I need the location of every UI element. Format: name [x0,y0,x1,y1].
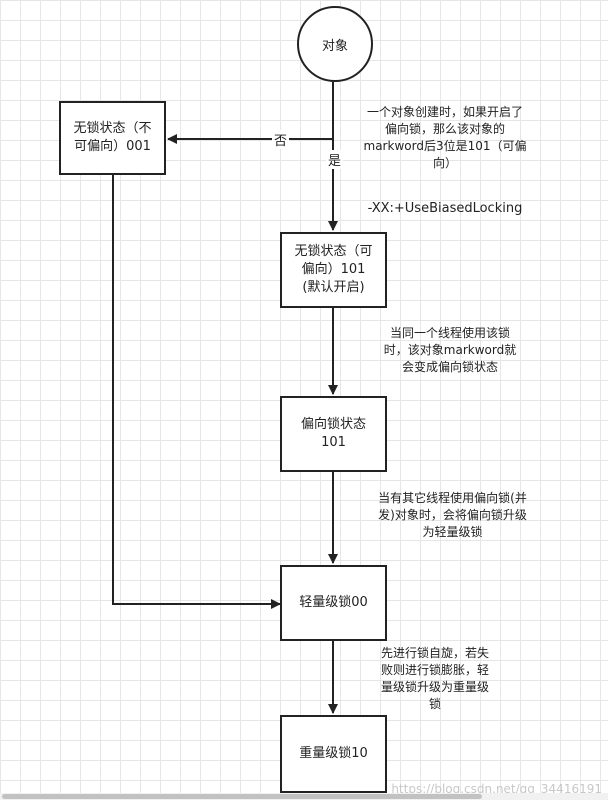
note-to-heavyweight: 先进行锁自旋，若失 败则进行锁膨胀，轻 量级锁升级为重量级 锁 [380,646,489,711]
state-biased-lock-label: 偏向锁状态 101 [300,417,366,450]
horizontal-scrollbar[interactable] [0,793,608,800]
state-no-lock-biasable-label: 无锁状态（可 偏向）101 (默认开启) [294,244,373,295]
start-node-label: 对象 [321,38,348,54]
note-jvm-flag: -XX:+UseBiasedLocking [367,201,523,216]
edge-label-no: 否 [272,130,290,149]
start-node-object: 对象 [297,6,373,82]
note-to-lightweight: 当有其它线程使用偏向锁(并 发)对象时，会将偏向锁升级 为轻量级锁 [378,491,527,539]
state-no-lock-unbiasable-label: 无锁状态（不 可偏向）001 [73,121,152,154]
scrollbar-thumb[interactable] [2,794,482,799]
state-heavyweight-lock: 重量级锁10 [280,715,387,793]
state-no-lock-unbiasable: 无锁状态（不 可偏向）001 [59,101,166,175]
note-object-creation: 一个对象创建时，如果开启了 偏向锁，那么该对象的 markword后3位是101… [363,105,527,170]
edge-label-yes: 是 [326,150,344,169]
state-lightweight-lock: 轻量级锁00 [280,565,387,641]
connector-unbiasable-to-lightweight [112,175,281,609]
note-to-biased: 当同一个线程使用该锁 时，该对象markword就 会变成偏向锁状态 [383,326,517,374]
state-no-lock-biasable: 无锁状态（可 偏向）101 (默认开启) [280,232,387,308]
state-heavyweight-lock-label: 重量级锁10 [299,746,368,761]
watermark: https://blog.csdn.net/qq_34416191 [391,782,602,796]
state-biased-lock: 偏向锁状态 101 [280,396,387,472]
state-lightweight-lock-label: 轻量级锁00 [299,595,368,610]
